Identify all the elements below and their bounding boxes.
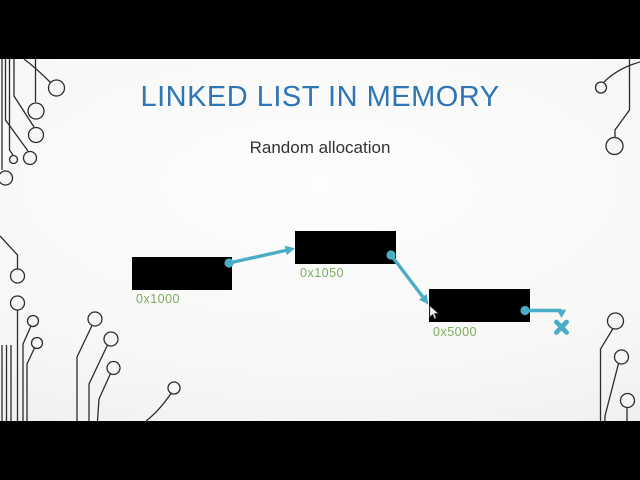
memory-block-0x1050: [295, 231, 396, 264]
memory-block-0x5000: [429, 289, 530, 322]
letterbox-top: [0, 0, 640, 59]
slide-subtitle: Random allocation: [249, 138, 391, 157]
address-label: 0x1000: [136, 292, 181, 306]
address-label: 0x1050: [300, 266, 345, 280]
slide-title: LINKED LIST IN MEMORY: [140, 81, 500, 113]
memory-block-0x1000: [132, 257, 232, 290]
letterbox-bottom: [0, 421, 640, 480]
address-label: 0x5000: [433, 325, 478, 339]
